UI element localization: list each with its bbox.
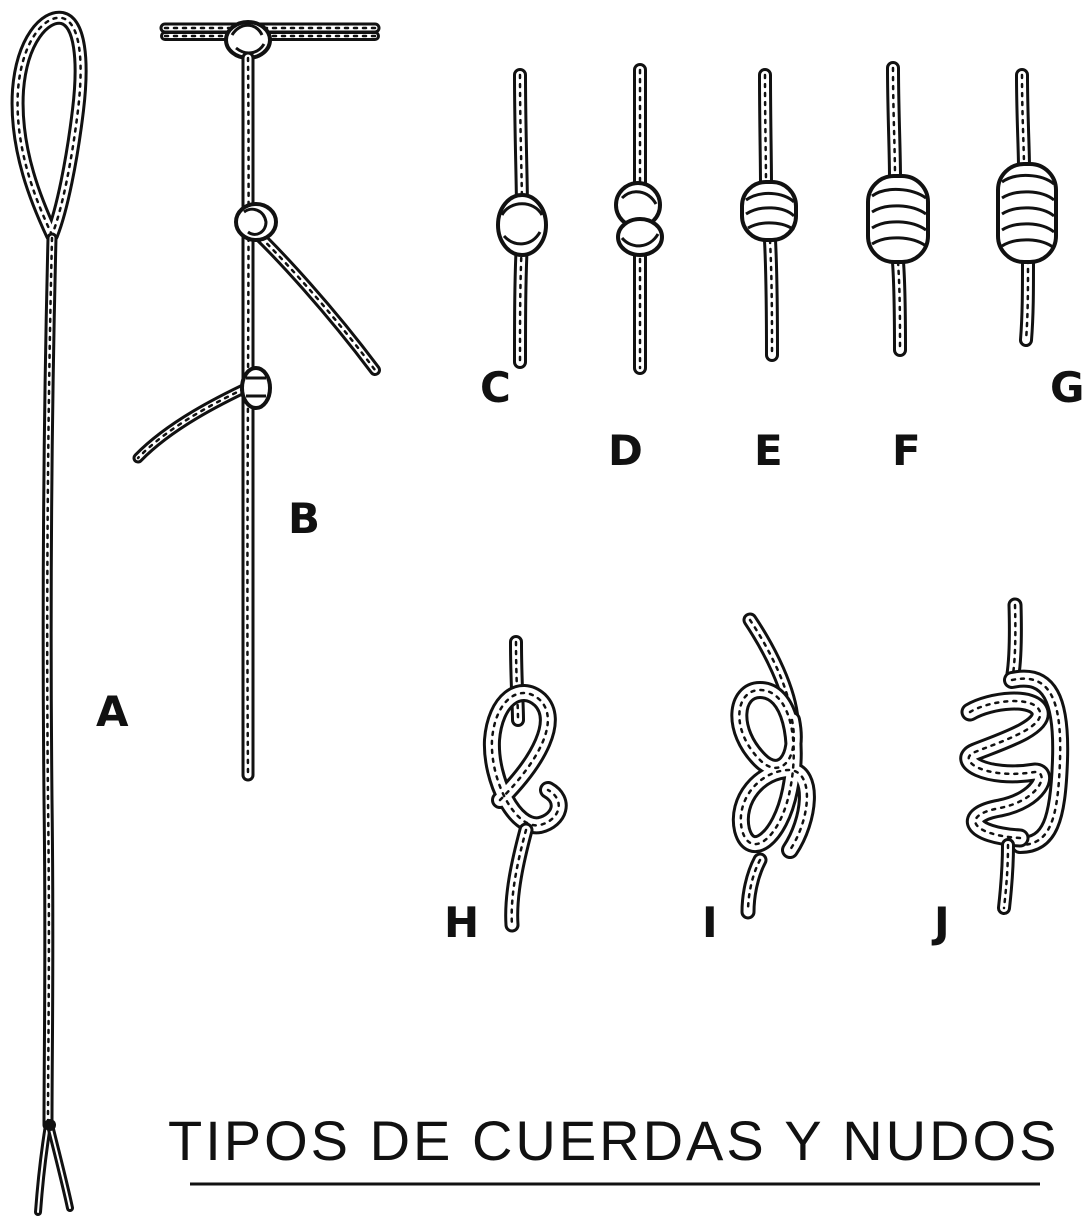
rope-segment xyxy=(1022,75,1024,168)
rope-segment xyxy=(47,238,52,1125)
label-d: D xyxy=(608,426,643,475)
rope-segment xyxy=(50,1125,70,1208)
rope-segment xyxy=(138,385,252,458)
label-j: J xyxy=(931,898,950,947)
rope-b xyxy=(138,22,375,775)
rope-segment xyxy=(969,701,1042,838)
label-a: A xyxy=(96,687,129,736)
knot-d xyxy=(616,70,662,368)
rope-segment xyxy=(1004,845,1008,908)
rope-segment xyxy=(247,58,248,775)
rope-segment xyxy=(18,18,81,235)
label-f: F xyxy=(892,426,921,475)
rope-segment xyxy=(520,75,522,210)
label-i: I xyxy=(702,898,718,947)
rope-segment xyxy=(512,830,526,925)
rope-a xyxy=(18,18,81,1212)
rope-segment xyxy=(492,693,559,825)
rope-segment xyxy=(739,690,807,850)
knot-i xyxy=(739,620,807,912)
rope-segment xyxy=(38,1125,48,1212)
rope-segment xyxy=(1012,605,1015,680)
rope-segment xyxy=(748,860,760,912)
knot-c xyxy=(498,75,546,362)
label-b: B xyxy=(288,494,320,543)
knot-f xyxy=(868,68,928,350)
rope-segment xyxy=(248,225,375,370)
knot-g xyxy=(998,75,1056,340)
rope-segment xyxy=(770,240,772,355)
rope-segment xyxy=(520,240,522,362)
label-e: E xyxy=(754,426,783,475)
rope-segment xyxy=(516,642,518,720)
label-g: G xyxy=(1050,363,1084,412)
rope-segment xyxy=(1026,260,1028,340)
rope-segment xyxy=(893,68,895,178)
knot-h xyxy=(492,642,559,925)
knot-j xyxy=(969,605,1060,908)
knot-e xyxy=(742,75,796,355)
label-h: H xyxy=(444,898,479,947)
diagram-title: TIPOS DE CUERDAS Y NUDOS xyxy=(168,1109,1059,1172)
label-c: C xyxy=(480,363,511,412)
rope-segment xyxy=(765,75,766,186)
rope-segment xyxy=(898,262,900,350)
